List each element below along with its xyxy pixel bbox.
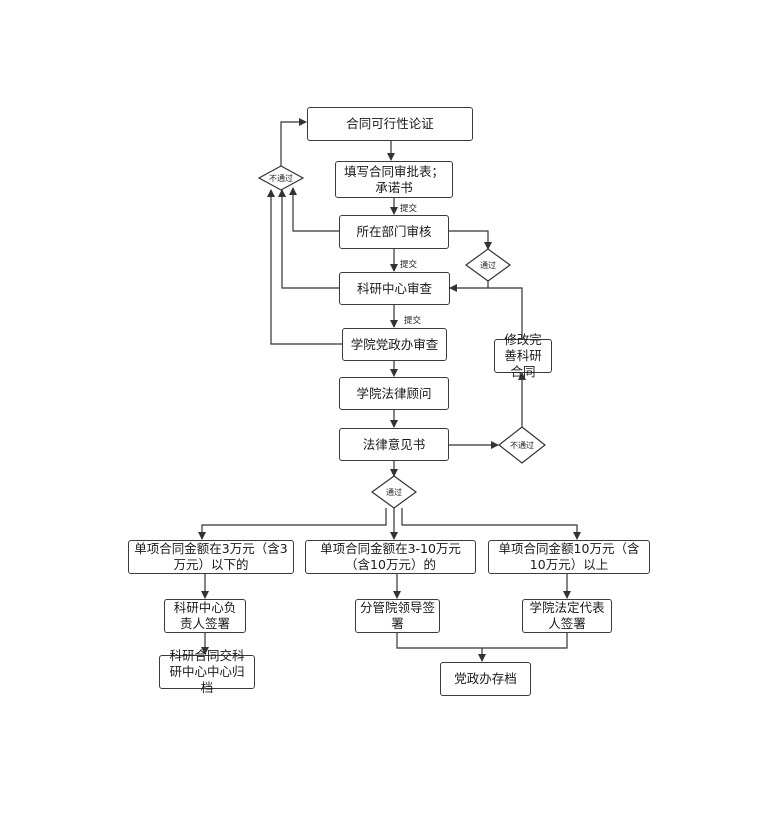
edge-label-submit: 提交 [404,316,422,326]
decision-not-pass-left-label: 不通过 [269,174,293,183]
edge-notpass-feasibility [280,118,307,166]
node-revise-contract: 修改完善科研合同 [494,332,552,379]
edge-dept-notpass [289,187,339,232]
edge-legalrep-partyarchive [482,633,568,649]
node-amount-3-10w: 单项合同金额在3-10万元（含10万元）的 [305,540,476,574]
edge-dept-pass [449,230,492,250]
node-archive-center: 科研合同交科研中心中心归档 [159,648,255,695]
node-legal-advisor: 学院法律顾问 [339,377,449,410]
edge-pass-branch-left [198,508,387,540]
node-party-office-review: 学院党政办审查 [342,328,447,361]
decision-not-pass-left [257,165,305,191]
node-feasibility: 合同可行性论证 [307,107,473,141]
node-legal-opinion: 法律意见书 [339,428,449,461]
edge-pass-branch-right [401,508,581,540]
decision-pass-right [464,248,512,282]
edge-vicedean-partyarchive [396,633,486,662]
node-dept-review: 所在部门审核 [339,215,449,249]
edge-center-notpass [278,189,339,289]
node-amount-over-10w: 单项合同金额10万元（含10万元）以上 [488,540,650,574]
edge-label-submit: 提交 [400,204,418,214]
node-legal-rep-sign: 学院法定代表人签署 [522,599,612,633]
edge-pass-center [449,281,489,292]
edge-label-submit: 提交 [400,260,418,270]
decision-pass-right-label: 通过 [480,261,496,270]
edge-revise-center [488,287,523,338]
node-archive-party-office: 党政办存档 [440,662,531,696]
node-research-center-review: 科研中心审查 [339,272,450,305]
node-vice-dean-sign: 分管院领导签署 [355,599,440,633]
node-amount-under-3w: 单项合同金额在3万元（含3万元）以下的 [128,540,294,574]
node-fill-form: 填写合同审批表；承诺书 [335,161,453,198]
edge-party-notpass [267,189,342,345]
decision-not-pass-legal-label: 不通过 [510,441,534,450]
node-center-head-sign: 科研中心负责人签署 [164,599,246,633]
decision-pass-bottom [370,475,418,509]
decision-not-pass-legal [498,426,546,464]
decision-pass-bottom-label: 通过 [386,488,402,497]
